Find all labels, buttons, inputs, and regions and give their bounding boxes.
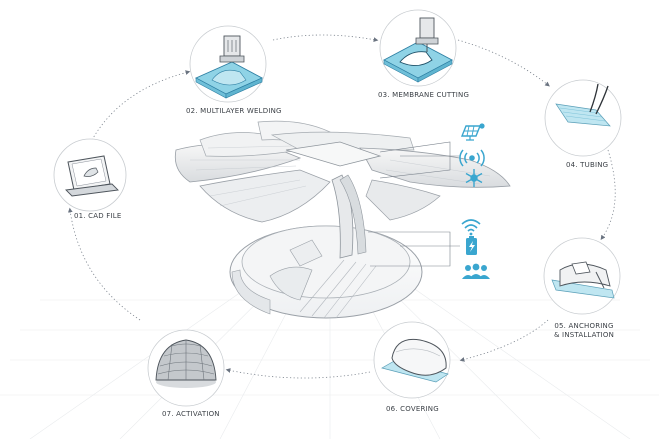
step-06-covering bbox=[373, 321, 451, 399]
cycle-arrows bbox=[67, 34, 616, 379]
battery-charge-icon bbox=[466, 236, 477, 255]
step-04-tubing bbox=[544, 79, 622, 157]
step-07-label: 07. ACTIVATION bbox=[162, 410, 220, 418]
step-06-label: 06. COVERING bbox=[386, 405, 439, 413]
cutting-icon bbox=[383, 17, 453, 83]
arrow-07-to-01 bbox=[67, 207, 141, 321]
arrow-01-to-02 bbox=[91, 70, 191, 141]
step-01-label: 01. CAD FILE bbox=[74, 212, 122, 220]
dome-icon bbox=[155, 339, 217, 388]
step-05-label-line1: 05. ANCHORING bbox=[554, 322, 614, 330]
step-01-cad-file bbox=[53, 138, 127, 212]
step-03-label: 03. MEMBRANE CUTTING bbox=[378, 91, 470, 99]
solar-panel-icon bbox=[460, 123, 485, 141]
arrow-04-to-05 bbox=[600, 149, 616, 240]
welding-icon bbox=[194, 35, 264, 99]
step-07-activation bbox=[147, 329, 225, 407]
feature-leaders bbox=[368, 141, 460, 267]
step-02-label: 02. MULTILAYER WELDING bbox=[186, 107, 282, 115]
climate-icon bbox=[465, 169, 483, 187]
step-05-anchoring-installation bbox=[543, 237, 621, 315]
sensor-signal-icon bbox=[459, 149, 485, 167]
arrow-05-to-06 bbox=[459, 319, 549, 362]
people-icon bbox=[462, 263, 490, 279]
arrow-06-to-07 bbox=[225, 368, 371, 379]
wifi-icon bbox=[461, 219, 481, 236]
arrow-02-to-03 bbox=[272, 34, 379, 42]
arrow-03-to-04 bbox=[457, 39, 550, 87]
tubing-icon bbox=[555, 83, 611, 127]
step-03-membrane-cutting bbox=[379, 9, 457, 87]
step-05-label-line2: & INSTALLATION bbox=[553, 331, 615, 339]
laptop-icon bbox=[65, 155, 119, 197]
step-05-label: 05. ANCHORING & INSTALLATION bbox=[552, 322, 616, 340]
anchor-icon bbox=[551, 261, 615, 299]
step-04-label: 04. TUBING bbox=[566, 161, 609, 169]
covering-icon bbox=[381, 338, 449, 383]
step-02-multilayer-welding bbox=[189, 25, 267, 103]
central-structure bbox=[174, 120, 511, 319]
